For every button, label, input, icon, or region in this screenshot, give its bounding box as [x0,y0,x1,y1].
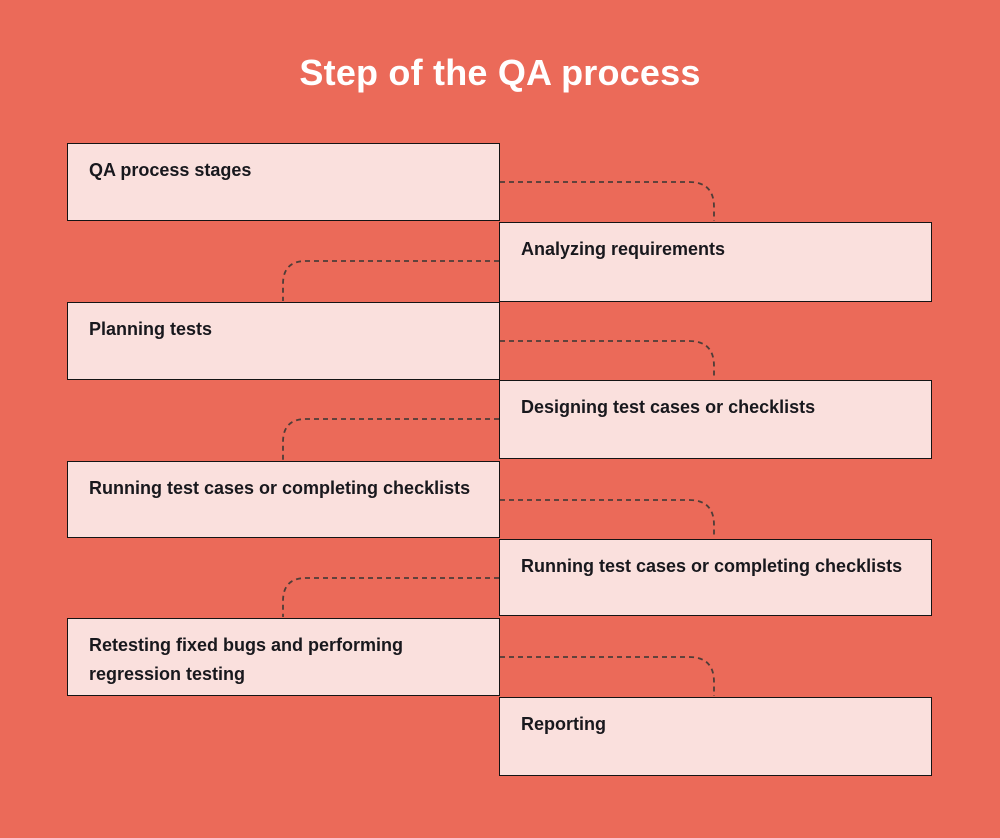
node-qa-process-stages: QA process stages [67,143,500,221]
connector-2-to-3 [282,260,499,301]
connector-4-to-5 [282,418,499,460]
connector-3-to-4 [500,340,715,379]
node-retesting-fixed-bugs: Retesting fixed bugs and performing regr… [67,618,500,696]
connector-7-to-8 [500,656,715,696]
node-designing-test-cases: Designing test cases or checklists [499,380,932,459]
node-analyzing-requirements: Analyzing requirements [499,222,932,302]
diagram-title: Step of the QA process [299,52,701,93]
connector-1-to-2 [500,181,715,221]
node-reporting: Reporting [499,697,932,776]
connector-6-to-7 [282,577,499,617]
node-running-test-cases-right: Running test cases or completing checkli… [499,539,932,616]
node-planning-tests: Planning tests [67,302,500,380]
connector-5-to-6 [500,499,715,538]
node-running-test-cases-left: Running test cases or completing checkli… [67,461,500,538]
